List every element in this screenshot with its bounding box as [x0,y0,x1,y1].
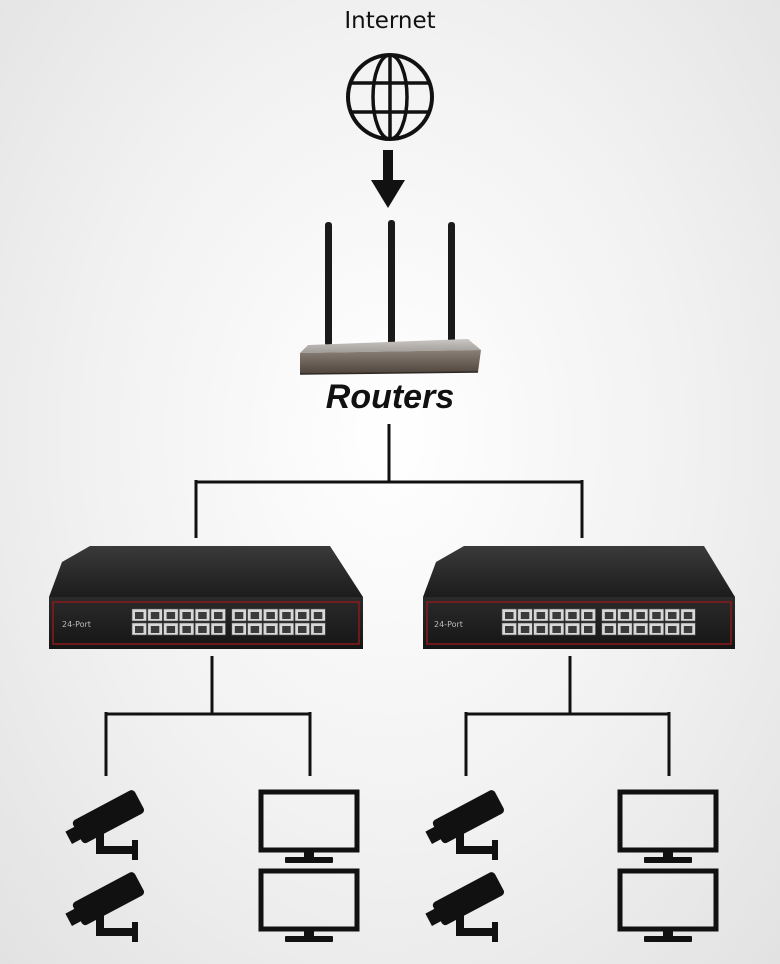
router-device [299,220,481,375]
port-socket [552,626,561,633]
port-socket [234,626,244,633]
down-arrow-icon [371,150,405,208]
camera-icon [65,788,146,860]
port-socket [604,626,614,633]
port-socket [668,612,677,619]
switch-right: 24-Port [423,546,735,649]
camera-icon [425,870,506,942]
port-socket [313,626,323,633]
port-socket [198,626,207,633]
port-socket [505,626,514,633]
port-socket [150,612,160,619]
port-socket [552,612,561,619]
port-socket [636,626,645,633]
port-socket [668,626,677,633]
port-socket [520,626,530,633]
port-socket [282,612,291,619]
port-socket [652,612,661,619]
port-socket [198,612,207,619]
port-socket [135,626,144,633]
port-socket [182,626,191,633]
port-socket [166,626,176,633]
monitor-icon [261,871,357,942]
camera-icon [425,788,506,860]
monitor-icon [620,871,716,942]
port-socket [683,612,693,619]
monitor-icon [261,792,357,863]
router-to-switch-lines [194,424,584,538]
port-socket [214,612,223,619]
globe-icon [346,53,434,141]
port-socket [505,612,514,619]
port-socket [234,612,244,619]
port-grid [501,608,696,636]
port-socket [150,626,160,633]
port-socket [568,612,577,619]
port-socket [166,612,176,619]
port-socket [568,626,577,633]
port-socket [298,626,307,633]
port-socket [298,612,307,619]
port-socket [604,612,614,619]
port-socket [250,612,260,619]
port-socket [536,612,546,619]
port-socket [135,612,144,619]
camera-icon [65,870,146,942]
switch-badge: 24-Port [62,620,91,629]
router-label: Routers [325,378,455,416]
port-socket [520,612,530,619]
switch-badge: 24-Port [434,620,463,629]
port-socket [636,612,645,619]
router-antennas [325,220,455,346]
port-socket [584,612,593,619]
internet-label: Internet [344,8,436,34]
port-grid [131,608,326,636]
port-socket [250,626,260,633]
port-socket [266,626,275,633]
port-socket [313,612,323,619]
port-socket [620,612,630,619]
port-socket [214,626,223,633]
port-socket [282,626,291,633]
port-socket [652,626,661,633]
monitor-icon [620,792,716,863]
port-socket [683,626,693,633]
port-socket [536,626,546,633]
switch-to-device-lines [104,656,671,776]
port-socket [266,612,275,619]
port-socket [584,626,593,633]
port-socket [620,626,630,633]
port-socket [182,612,191,619]
switch-left: 24-Port [49,546,363,649]
